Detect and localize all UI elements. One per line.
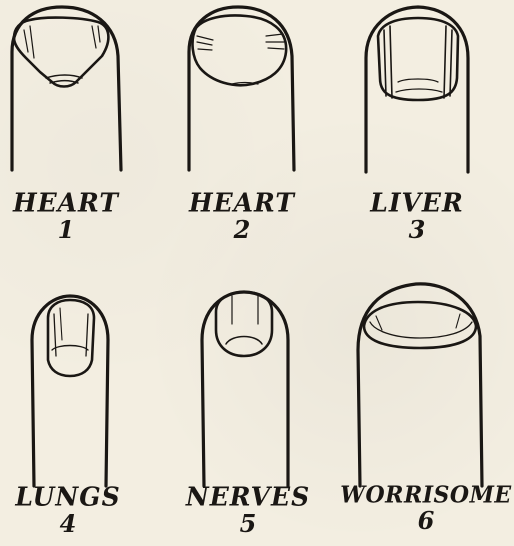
nail-name-2: HEART xyxy=(178,189,306,215)
nail-label-2: HEART 2 xyxy=(178,190,306,242)
nail-number-4: 4 xyxy=(4,512,132,536)
nail-name-1: HEART xyxy=(2,189,130,215)
finger-3-illustration xyxy=(366,7,468,172)
nail-label-1: HEART 1 xyxy=(2,190,130,242)
nail-number-1: 1 xyxy=(2,218,130,242)
nail-number-2: 2 xyxy=(178,218,306,242)
nail-label-3: LIVER 3 xyxy=(352,190,482,242)
nail-name-3: LIVER xyxy=(352,189,482,215)
finger-5-illustration xyxy=(202,292,288,486)
nail-label-5: NERVES 5 xyxy=(180,484,316,536)
nail-label-4: LUNGS 4 xyxy=(4,484,132,536)
nail-number-6: 6 xyxy=(340,509,512,533)
nail-number-3: 3 xyxy=(352,218,482,242)
finger-2-illustration xyxy=(189,7,294,170)
nail-label-6: WORRISOME 6 xyxy=(340,484,512,533)
finger-4-illustration xyxy=(32,296,108,486)
nail-name-6: WORRISOME xyxy=(340,483,512,506)
finger-1-illustration xyxy=(12,7,121,170)
nail-number-5: 5 xyxy=(180,512,316,536)
nail-name-5: NERVES xyxy=(180,483,316,509)
finger-6-illustration xyxy=(358,284,482,486)
nail-name-4: LUNGS xyxy=(4,483,132,509)
